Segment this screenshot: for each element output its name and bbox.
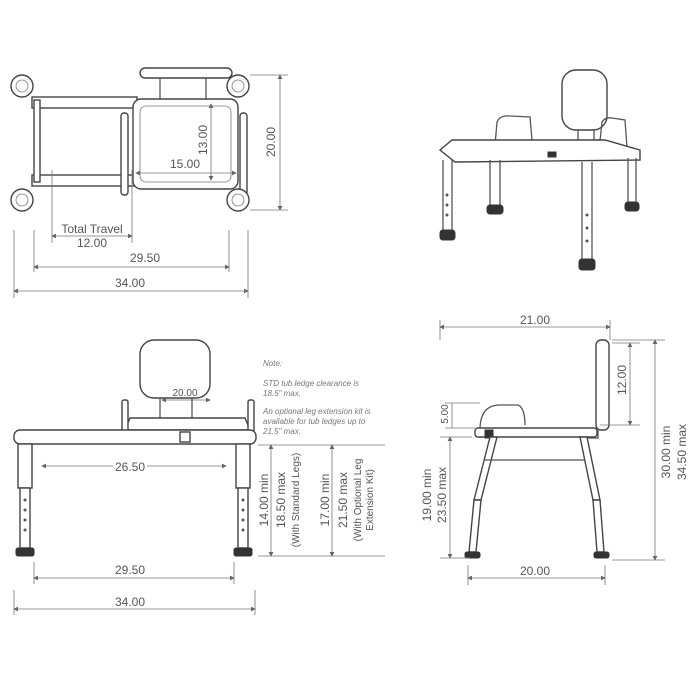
front-inner-width-label: 29.50 — [115, 563, 145, 577]
side-backrest — [595, 339, 610, 431]
side-total-min-label: 30.00 min — [659, 426, 673, 479]
persp-backrest — [561, 69, 608, 131]
top-inner-width-label: 29.50 — [130, 251, 160, 265]
side-total-max-label: 34.50 max — [675, 424, 689, 480]
note-line: 18.5" max. — [263, 389, 301, 398]
top-seat-width-label: 15.00 — [170, 157, 200, 171]
front-leg-span-label: 26.50 — [115, 460, 145, 474]
total-travel-label: Total Travel — [61, 222, 122, 236]
std-max-label: 18.50 max — [274, 472, 288, 528]
side-view: 21.00 12.00 5.00 19.00 min 23.50 max 30.… — [420, 313, 689, 585]
caster-wheels — [10, 74, 250, 212]
side-base-depth-label: 20.00 — [520, 564, 550, 578]
top-backrest — [139, 67, 233, 79]
side-seat — [474, 427, 598, 438]
ext-note-line1: (With Optional Leg — [353, 459, 364, 542]
std-note-label: (With Standard Legs) — [291, 453, 302, 548]
top-rail-upper — [31, 96, 138, 109]
side-backrest-height-label: 12.00 — [615, 365, 629, 395]
note-line: 21.5" max. — [262, 427, 301, 436]
top-view: 13.00 15.00 20.00 Total Travel 12.00 29.… — [10, 67, 288, 298]
perspective-view — [438, 69, 641, 271]
side-arm-height-label: 5.00 — [440, 404, 451, 424]
top-seat-depth-label: 13.00 — [196, 125, 210, 155]
travel-value: 12.00 — [77, 236, 107, 250]
std-min-label: 14.00 min — [257, 474, 271, 527]
note-block: Note: STD tub ledge clearance is 18.5" m… — [262, 359, 371, 436]
note-line: An optional leg extension kit is — [262, 407, 371, 416]
ext-max-label: 21.50 max — [336, 472, 350, 528]
top-seat — [132, 98, 239, 190]
note-line: STD tub ledge clearance is — [263, 379, 359, 388]
note-line: available for tub ledges up to — [263, 417, 366, 426]
front-backrest-width-label: 20.00 — [172, 388, 197, 399]
side-depth-label: 21.00 — [520, 313, 550, 327]
note-heading: Note: — [263, 359, 282, 368]
ext-min-label: 17.00 min — [318, 474, 332, 527]
side-seat-max-label: 23.50 max — [435, 467, 449, 523]
front-seat-frame — [13, 429, 257, 445]
top-overall-width-label: 34.00 — [115, 276, 145, 290]
top-depth-label: 20.00 — [264, 127, 278, 157]
ext-note-line2: Extension Kit) — [365, 469, 376, 531]
side-seat-min-label: 19.00 min — [420, 469, 434, 522]
front-overall-width-label: 34.00 — [115, 595, 145, 609]
front-view: 20.00 26.50 29.50 34.00 14.00 min 18.50 … — [13, 339, 385, 615]
top-rail-end — [33, 99, 41, 183]
